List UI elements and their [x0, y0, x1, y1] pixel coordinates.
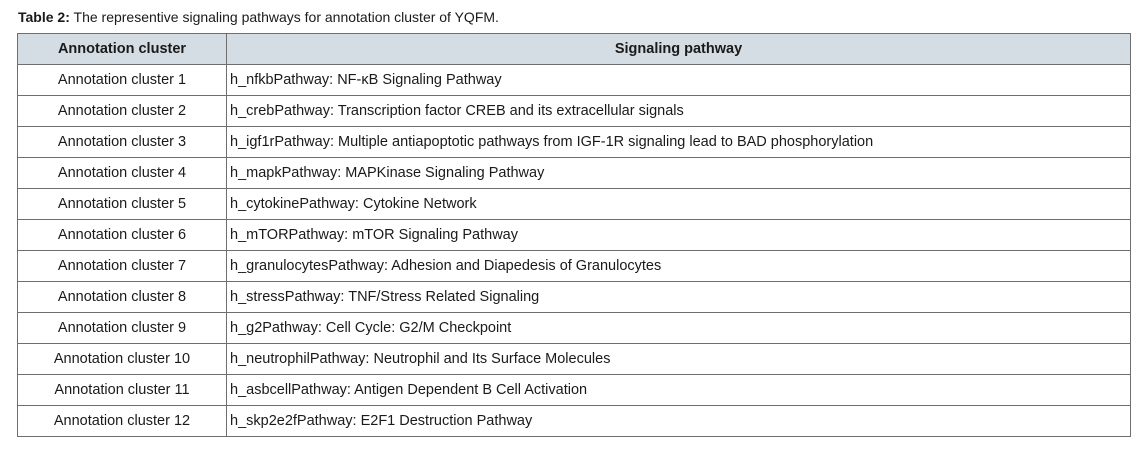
table-row: Annotation cluster 7 h_granulocytesPathw… [17, 250, 1131, 282]
cluster-cell: Annotation cluster 4 [17, 157, 227, 189]
cluster-cell: Annotation cluster 12 [17, 405, 227, 437]
pathway-cell: h_skp2e2fPathway: E2F1 Destruction Pathw… [226, 405, 1131, 437]
cluster-cell: Annotation cluster 6 [17, 219, 227, 251]
table-row: Annotation cluster 10 h_neutrophilPathwa… [17, 343, 1131, 375]
table-body: Annotation cluster 1 h_nfkbPathway: NF-κ… [17, 64, 1131, 437]
table-caption-text: The representive signaling pathways for … [69, 9, 499, 25]
table-caption: Table 2: The representive signaling path… [18, 8, 499, 26]
table-row: Annotation cluster 12 h_skp2e2fPathway: … [17, 405, 1131, 437]
pathway-cell: h_granulocytesPathway: Adhesion and Diap… [226, 250, 1131, 282]
pathway-cell: h_cytokinePathway: Cytokine Network [226, 188, 1131, 220]
cluster-cell: Annotation cluster 1 [17, 64, 227, 96]
pathway-cell: h_g2Pathway: Cell Cycle: G2/M Checkpoint [226, 312, 1131, 344]
header-row: Annotation cluster Signaling pathway [17, 33, 1131, 65]
cluster-cell: Annotation cluster 5 [17, 188, 227, 220]
pathway-cell: h_igf1rPathway: Multiple antiapoptotic p… [226, 126, 1131, 158]
table-row: Annotation cluster 6 h_mTORPathway: mTOR… [17, 219, 1131, 251]
table-header: Annotation cluster Signaling pathway [17, 33, 1131, 65]
cluster-cell: Annotation cluster 8 [17, 281, 227, 313]
cluster-cell: Annotation cluster 3 [17, 126, 227, 158]
header-signaling-pathway: Signaling pathway [226, 33, 1131, 65]
table-caption-label: Table 2: [18, 9, 70, 25]
cluster-cell: Annotation cluster 2 [17, 95, 227, 127]
cluster-cell: Annotation cluster 11 [17, 374, 227, 406]
pathway-cell: h_asbcellPathway: Antigen Dependent B Ce… [226, 374, 1131, 406]
pathway-cell: h_nfkbPathway: NF-κB Signaling Pathway [226, 64, 1131, 96]
signaling-pathways-table: Annotation cluster Signaling pathway Ann… [17, 33, 1131, 437]
table-row: Annotation cluster 1 h_nfkbPathway: NF-κ… [17, 64, 1131, 96]
table-row: Annotation cluster 3 h_igf1rPathway: Mul… [17, 126, 1131, 158]
table-row: Annotation cluster 11 h_asbcellPathway: … [17, 374, 1131, 406]
table-row: Annotation cluster 5 h_cytokinePathway: … [17, 188, 1131, 220]
pathway-cell: h_crebPathway: Transcription factor CREB… [226, 95, 1131, 127]
header-annotation-cluster: Annotation cluster [17, 33, 227, 65]
cluster-cell: Annotation cluster 7 [17, 250, 227, 282]
table-row: Annotation cluster 4 h_mapkPathway: MAPK… [17, 157, 1131, 189]
pathway-cell: h_stressPathway: TNF/Stress Related Sign… [226, 281, 1131, 313]
pathway-cell: h_mapkPathway: MAPKinase Signaling Pathw… [226, 157, 1131, 189]
cluster-cell: Annotation cluster 9 [17, 312, 227, 344]
pathway-cell: h_neutrophilPathway: Neutrophil and Its … [226, 343, 1131, 375]
cluster-cell: Annotation cluster 10 [17, 343, 227, 375]
table-row: Annotation cluster 8 h_stressPathway: TN… [17, 281, 1131, 313]
table-row: Annotation cluster 9 h_g2Pathway: Cell C… [17, 312, 1131, 344]
pathway-cell: h_mTORPathway: mTOR Signaling Pathway [226, 219, 1131, 251]
table-row: Annotation cluster 2 h_crebPathway: Tran… [17, 95, 1131, 127]
